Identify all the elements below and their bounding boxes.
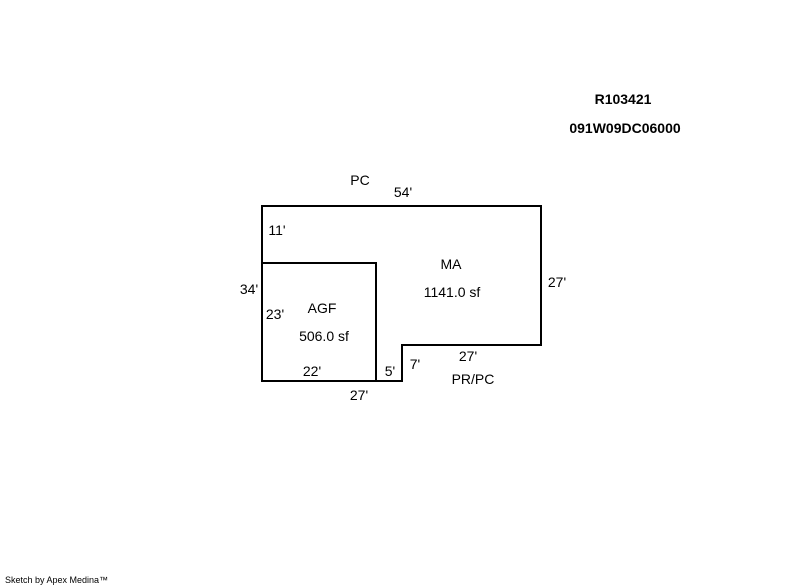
- garage-area-code: AGF: [308, 300, 337, 316]
- garage-area-size: 506.0 sf: [299, 328, 349, 344]
- dimension-bottom-overall: 27': [350, 387, 368, 403]
- dimension-notch-step: 7': [410, 356, 420, 372]
- dimension-garage-bottom: 22': [303, 363, 321, 379]
- dimension-left-overall: 34': [240, 281, 258, 297]
- dimension-notch-gap: 5': [385, 363, 395, 379]
- sketch-credit: Sketch by Apex Medina™: [5, 575, 108, 585]
- account-number: R103421: [595, 91, 652, 107]
- porch-top-label: PC: [350, 172, 369, 188]
- dimension-garage-side: 23': [266, 306, 284, 322]
- main-area-code: MA: [441, 256, 463, 272]
- dimension-top: 54': [394, 184, 412, 200]
- dimension-left-upper: 11': [268, 222, 285, 238]
- main-area-outline: [261, 205, 542, 382]
- map-number: 091W09DC06000: [569, 120, 681, 136]
- dimension-notch-bottom: 27': [459, 348, 477, 364]
- garage-area-outline: [262, 262, 377, 381]
- main-area-size: 1141.0 sf: [424, 284, 481, 300]
- dimension-right: 27': [548, 274, 566, 290]
- porch-bottom-label: PR/PC: [452, 371, 495, 387]
